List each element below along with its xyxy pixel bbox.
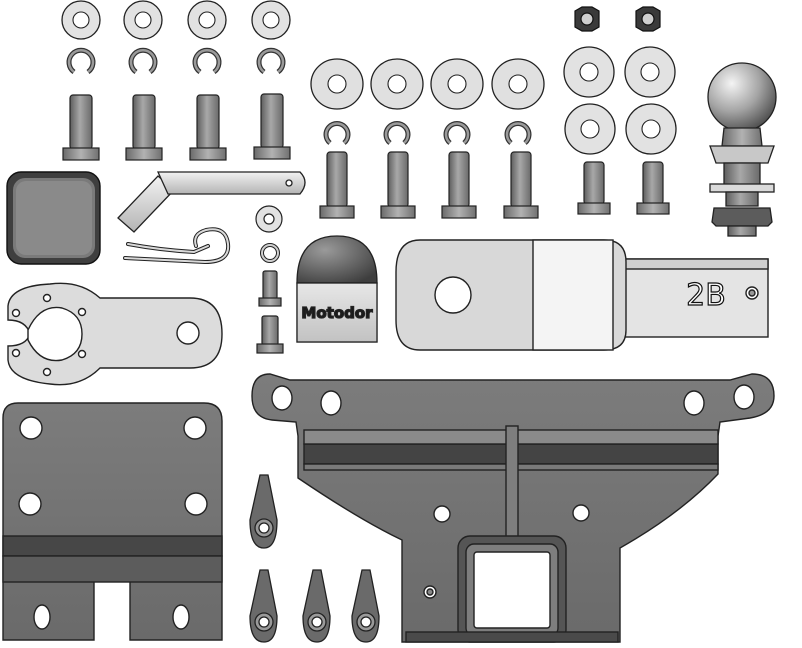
left-bolt-set <box>61 0 291 161</box>
cap-brand-label: Motodor <box>301 304 373 322</box>
main-crossbeam <box>251 373 775 643</box>
cage-nut-plates <box>249 474 380 643</box>
socket-bracket <box>7 282 223 386</box>
hex-nut-pair <box>574 6 661 32</box>
small-fastener-set <box>255 205 284 354</box>
flat-washer-row <box>61 0 291 40</box>
receiver-cover-cap <box>6 171 101 265</box>
right-bolt-set <box>563 6 677 215</box>
hitch-pin <box>117 171 306 233</box>
left-mounting-plate <box>2 402 223 641</box>
bolt-row-upper <box>62 93 291 161</box>
spring-washer-row <box>66 47 286 75</box>
ball-mount-shank: 2B <box>395 239 769 351</box>
tow-ball <box>707 62 777 237</box>
ball-cover-cap: Motodor <box>296 235 378 343</box>
shank-marking-label: 2B <box>686 278 726 313</box>
hitch-clip <box>123 227 231 265</box>
middle-bolt-set <box>310 58 545 219</box>
